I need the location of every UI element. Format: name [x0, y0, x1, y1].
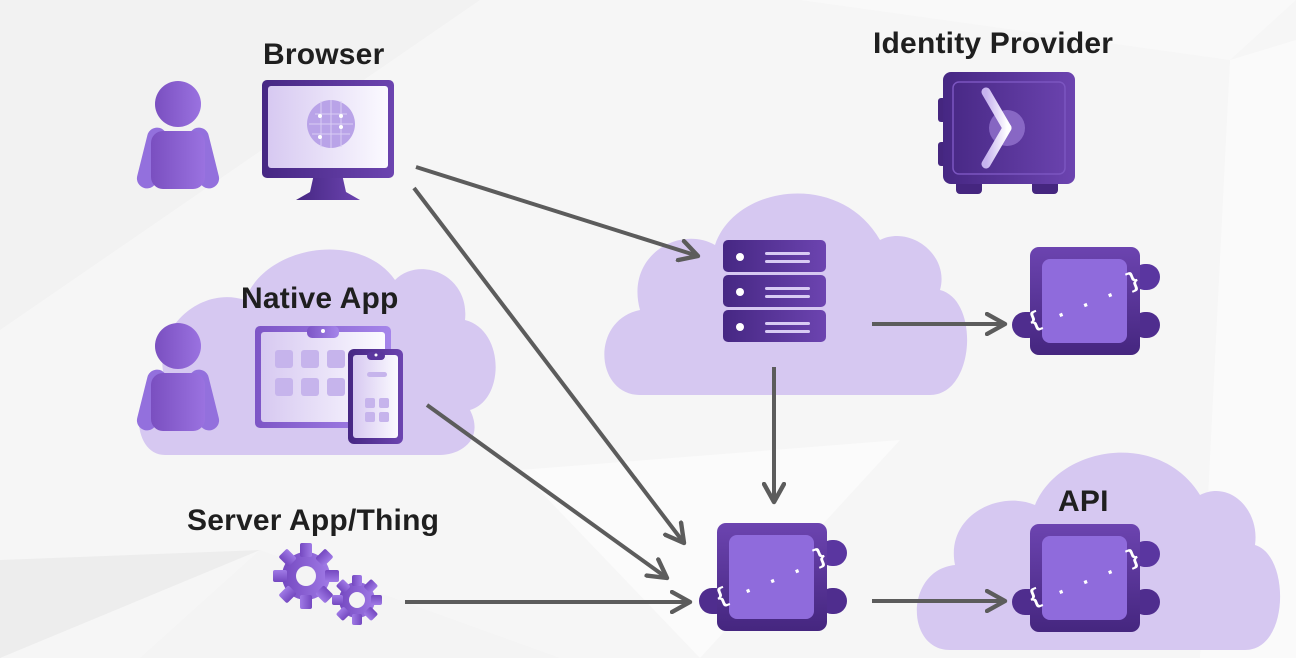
gears-icon — [273, 543, 382, 625]
edges — [405, 165, 1005, 602]
label-native-app: Native App — [241, 282, 399, 315]
tablet-phone-icon — [255, 326, 403, 444]
api-plugin-icon: { . . . } — [1012, 524, 1160, 632]
label-browser: Browser — [263, 38, 385, 71]
user-icon — [136, 81, 220, 189]
edge-browser-to-gateway — [412, 186, 684, 543]
label-api: API — [1058, 485, 1109, 518]
monitor-globe-icon — [262, 80, 394, 200]
label-identity-provider: Identity Provider — [873, 27, 1114, 60]
server-stack-icon — [723, 240, 826, 342]
edge-browser-to-auth-server — [415, 165, 698, 256]
vault-safe-icon — [938, 72, 1075, 194]
user-icon — [136, 323, 220, 431]
api-plugin-icon: { . . . } — [1012, 247, 1160, 355]
label-server-app: Server App/Thing — [187, 504, 440, 537]
edge-native-app-to-gateway — [425, 403, 667, 578]
api-plugin-icon: { . . . } — [699, 523, 847, 631]
